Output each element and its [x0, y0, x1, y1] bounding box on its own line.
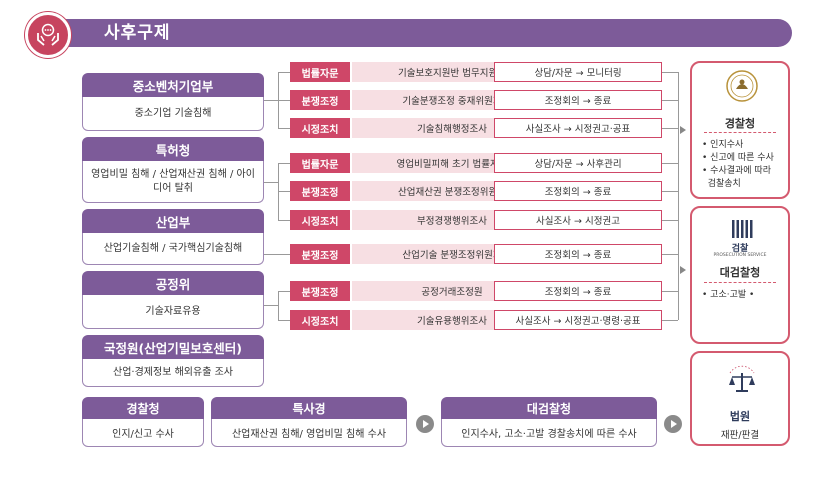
outcome-title: 경찰청 — [724, 117, 756, 130]
connector — [264, 182, 278, 183]
outcome-note: 재판/판결 — [720, 430, 760, 441]
prosecution-logo-text: 검찰 — [731, 244, 749, 254]
bottom-body-prosecution: 인지수사, 고소·고발 경찰송치에 따른 수사 — [441, 419, 657, 447]
connector — [278, 320, 290, 321]
divider — [704, 132, 776, 133]
connector — [662, 254, 678, 255]
arrow-right-icon — [416, 415, 434, 433]
connector — [678, 72, 679, 320]
hands-heart-icon — [25, 12, 71, 58]
connector — [278, 291, 279, 320]
connector — [662, 163, 678, 164]
list-item: • 수사결과에 따라 — [702, 166, 771, 177]
row-type-label: 시정조치 — [290, 118, 350, 138]
outcome-list: • 고소·고발 • — [702, 289, 754, 302]
agency-body-nis: 산업·경제정보 해외유출 조사 — [82, 359, 264, 387]
connector — [278, 220, 290, 221]
connector — [278, 291, 290, 292]
connector — [662, 291, 678, 292]
list-item: 검찰송치 — [702, 179, 741, 190]
bottom-body-police: 인지/신고 수사 — [82, 419, 204, 447]
row-result: 상담/자문 → 모니터링 — [494, 62, 662, 82]
row-type-label: 분쟁조정 — [290, 181, 350, 201]
row-result: 조정회의 → 종료 — [494, 181, 662, 201]
row-result: 조정회의 → 종료 — [494, 90, 662, 110]
row-result: 사실조사 → 시정권고 — [494, 210, 662, 230]
agency-head-kipo: 특허청 — [82, 137, 264, 161]
police-emblem-icon — [725, 69, 759, 103]
agency-body-motie: 산업기술침해 / 국가핵심기술침해 — [82, 233, 264, 265]
row-type-label: 분쟁조정 — [290, 281, 350, 301]
row-result: 사실조사 → 시정권고·명령·공표 — [494, 310, 662, 330]
prosecution-emblem-icon — [730, 218, 754, 240]
bottom-head-prosecution: 대검찰청 — [441, 397, 657, 419]
agency-body-kipo: 영업비밀 침해 / 산업재산권 침해 / 아이디어 탈취 — [82, 161, 264, 203]
connector — [662, 220, 678, 221]
outcome-title: 대검찰청 — [719, 266, 761, 279]
connector — [662, 72, 678, 73]
agency-body-mss: 중소기업 기술침해 — [82, 97, 264, 131]
agency-head-nis: 국정원(산업기밀보호센터) — [82, 335, 264, 359]
arrow-right-icon — [680, 126, 686, 134]
connector — [264, 305, 278, 306]
bottom-head-police: 경찰청 — [82, 397, 204, 419]
row-result: 조정회의 → 종료 — [494, 244, 662, 264]
connector — [662, 128, 678, 129]
row-type-label: 시정조치 — [290, 210, 350, 230]
connector — [264, 100, 278, 101]
connector — [278, 100, 290, 101]
row-type-label: 법률자문 — [290, 153, 350, 173]
row-type-label: 분쟁조정 — [290, 244, 350, 264]
connector — [264, 254, 290, 255]
bottom-body-special-police: 산업재산권 침해/ 영업비밀 침해 수사 — [211, 419, 407, 447]
list-item: • 인지수사 — [702, 140, 744, 150]
row-type-label: 법률자문 — [290, 62, 350, 82]
row-type-label: 시정조치 — [290, 310, 350, 330]
agency-head-mss: 중소벤처기업부 — [82, 73, 264, 97]
agency-head-motie: 산업부 — [82, 209, 264, 233]
prosecution-logo-sub: PROSECUTION SERVICE — [713, 253, 767, 258]
court-emblem-icon — [722, 359, 762, 399]
arrow-right-icon — [664, 415, 682, 433]
connector — [278, 128, 290, 129]
outcome-list: • 인지수사 • 신고에 따른 수사 • 수사결과에 따라 검찰송치 — [702, 139, 774, 191]
outcome-police: 경찰청 • 인지수사 • 신고에 따른 수사 • 수사결과에 따라 검찰송치 — [690, 61, 790, 199]
section-header-bar — [40, 19, 792, 47]
connector — [662, 191, 678, 192]
connector — [662, 320, 678, 321]
connector — [278, 72, 290, 73]
outcome-prosecution: 검찰 PROSECUTION SERVICE 대검찰청 • 고소·고발 • — [690, 206, 790, 344]
outcome-title: 법원 — [729, 410, 751, 423]
arrow-right-icon — [680, 266, 686, 274]
row-result: 사실조사 → 시정권고·공표 — [494, 118, 662, 138]
section-title: 사후구제 — [104, 23, 171, 43]
connector — [278, 163, 290, 164]
agency-head-ftc: 공정위 — [82, 271, 264, 295]
agency-body-ftc: 기술자료유용 — [82, 295, 264, 329]
list-item: • 고소·고발 • — [702, 290, 755, 300]
row-type-label: 분쟁조정 — [290, 90, 350, 110]
row-result: 상담/자문 → 사후관리 — [494, 153, 662, 173]
row-result: 조정회의 → 종료 — [494, 281, 662, 301]
outcome-court: 법원 재판/판결 — [690, 351, 790, 446]
list-item: • 신고에 따른 수사 — [702, 153, 774, 164]
connector — [662, 100, 678, 101]
connector — [278, 191, 290, 192]
bottom-head-special-police: 특사경 — [211, 397, 407, 419]
divider — [704, 282, 776, 283]
